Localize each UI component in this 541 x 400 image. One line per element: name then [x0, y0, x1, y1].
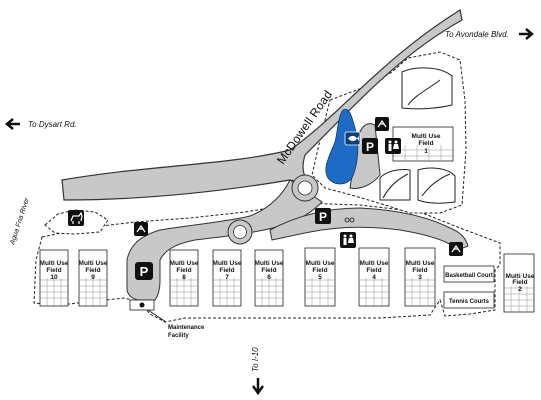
parking-icon[interactable]: P	[315, 208, 331, 224]
direction-avondale: To Avondale Blvd.	[445, 28, 534, 40]
baseball-diamond-south-left[interactable]	[379, 169, 411, 201]
arrow-right-icon	[519, 28, 534, 40]
field-4-sub: Field	[366, 267, 381, 274]
park-entry-road	[126, 179, 323, 301]
parking-icon-letter: P	[319, 210, 327, 224]
lake	[325, 108, 359, 185]
river-label: Agua Fria River	[9, 197, 31, 247]
field-3-grid	[405, 278, 435, 306]
field-8-title: Multi Use	[170, 260, 199, 267]
trail-marker-icon	[344, 217, 355, 223]
roundabout-north-island	[297, 180, 313, 196]
field-2[interactable]: Multi Use Field 2	[503, 253, 535, 313]
field-8-num: 8	[182, 274, 186, 281]
field-6-sub: Field	[261, 267, 276, 274]
field-7-sub: Field	[219, 267, 234, 274]
restroom-icon[interactable]	[385, 138, 401, 154]
field-9-sub: Field	[85, 267, 100, 274]
basketball-label: Basketball Court	[445, 273, 493, 279]
parking-icon-letter: P	[140, 264, 149, 279]
arrow-down-icon	[251, 378, 265, 396]
field-1-num: 1	[424, 148, 428, 155]
maintenance-facility[interactable]: Maintenance Facility	[129, 299, 205, 339]
direction-dysart: To Dysart Rd.	[5, 118, 77, 130]
arrow-left-icon	[5, 118, 20, 130]
field-3-sub: Field	[412, 267, 427, 274]
field-6-grid	[255, 278, 283, 306]
field-1-grid	[393, 145, 453, 161]
field-5[interactable]: Multi Use Field 5	[304, 247, 336, 307]
restroom-icon[interactable]	[340, 232, 356, 248]
field-1-sub: Field	[418, 140, 433, 147]
field-9-num: 9	[91, 274, 95, 281]
field-2-grid	[504, 286, 534, 312]
mcdowell-road	[61, 9, 463, 201]
field-4-grid	[359, 278, 389, 306]
parking-icon[interactable]: P	[362, 138, 378, 154]
direction-avondale-text: To Avondale Blvd.	[445, 30, 509, 39]
basketball-court[interactable]: Basketball Court	[443, 265, 495, 283]
field-3-num: 3	[418, 274, 422, 281]
field-10-sub: Field	[46, 267, 61, 274]
field-5-num: 5	[318, 274, 322, 281]
field-2-num: 2	[518, 286, 522, 293]
field-3[interactable]: Multi Use Field 3	[404, 247, 436, 307]
roundabout-south-island	[233, 225, 247, 239]
field-5-sub: Field	[312, 267, 327, 274]
maintenance-label-2: Facility	[168, 333, 189, 339]
field-2-title: Multi Use	[506, 273, 535, 280]
field-10-num: 10	[50, 274, 58, 281]
field-8[interactable]: Multi Use Field 8	[170, 249, 199, 307]
maintenance-label-1: Maintenance	[168, 325, 205, 331]
picnic-icon[interactable]	[134, 222, 148, 236]
tennis-label: Tennis Courts	[449, 299, 490, 305]
field-9-grid	[79, 278, 107, 306]
parking-icon[interactable]: P	[135, 262, 153, 280]
field-6-title: Multi Use	[255, 260, 284, 267]
field-5-title: Multi Use	[306, 260, 335, 267]
field-8-sub: Field	[176, 267, 191, 274]
direction-i10: To I-10	[251, 347, 265, 396]
field-1[interactable]: Multi Use Field 1	[392, 126, 454, 162]
field-3-title: Multi Use	[406, 260, 435, 267]
field-9[interactable]: Multi Use Field 9	[79, 249, 108, 307]
field-6[interactable]: Multi Use Field 6	[255, 249, 284, 307]
picnic-icon[interactable]	[449, 242, 463, 256]
field-10-title: Multi Use	[40, 260, 69, 267]
field-7[interactable]: Multi Use Field 7	[213, 249, 242, 307]
direction-dysart-text: To Dysart Rd.	[28, 120, 77, 129]
baseball-diamond-south-right[interactable]	[417, 167, 456, 204]
field-9-title: Multi Use	[79, 260, 108, 267]
field-7-grid	[213, 278, 241, 306]
maintenance-leader-line	[147, 309, 167, 323]
field-7-num: 7	[225, 274, 229, 281]
field-1-title: Multi Use	[412, 133, 441, 140]
maintenance-marker-icon	[139, 302, 145, 308]
field-8-grid	[170, 278, 198, 306]
tennis-courts[interactable]: Tennis Courts	[443, 291, 495, 309]
field-10[interactable]: Multi Use Field 10	[40, 249, 69, 307]
field-5-grid	[305, 278, 335, 306]
field-7-title: Multi Use	[213, 260, 242, 267]
parking-icon-letter: P	[366, 140, 374, 154]
dog-park-icon[interactable]	[68, 210, 84, 226]
field-2-sub: Field	[512, 279, 527, 286]
field-6-num: 6	[267, 274, 271, 281]
direction-i10-text: To I-10	[251, 347, 260, 372]
field-10-grid	[40, 278, 68, 306]
field-4-num: 4	[372, 274, 376, 281]
picnic-icon[interactable]	[375, 117, 389, 131]
field-4[interactable]: Multi Use Field 4	[358, 247, 390, 307]
fishing-icon[interactable]	[344, 131, 361, 146]
baseball-diamond-north[interactable]	[401, 67, 453, 110]
field-4-title: Multi Use	[360, 260, 389, 267]
